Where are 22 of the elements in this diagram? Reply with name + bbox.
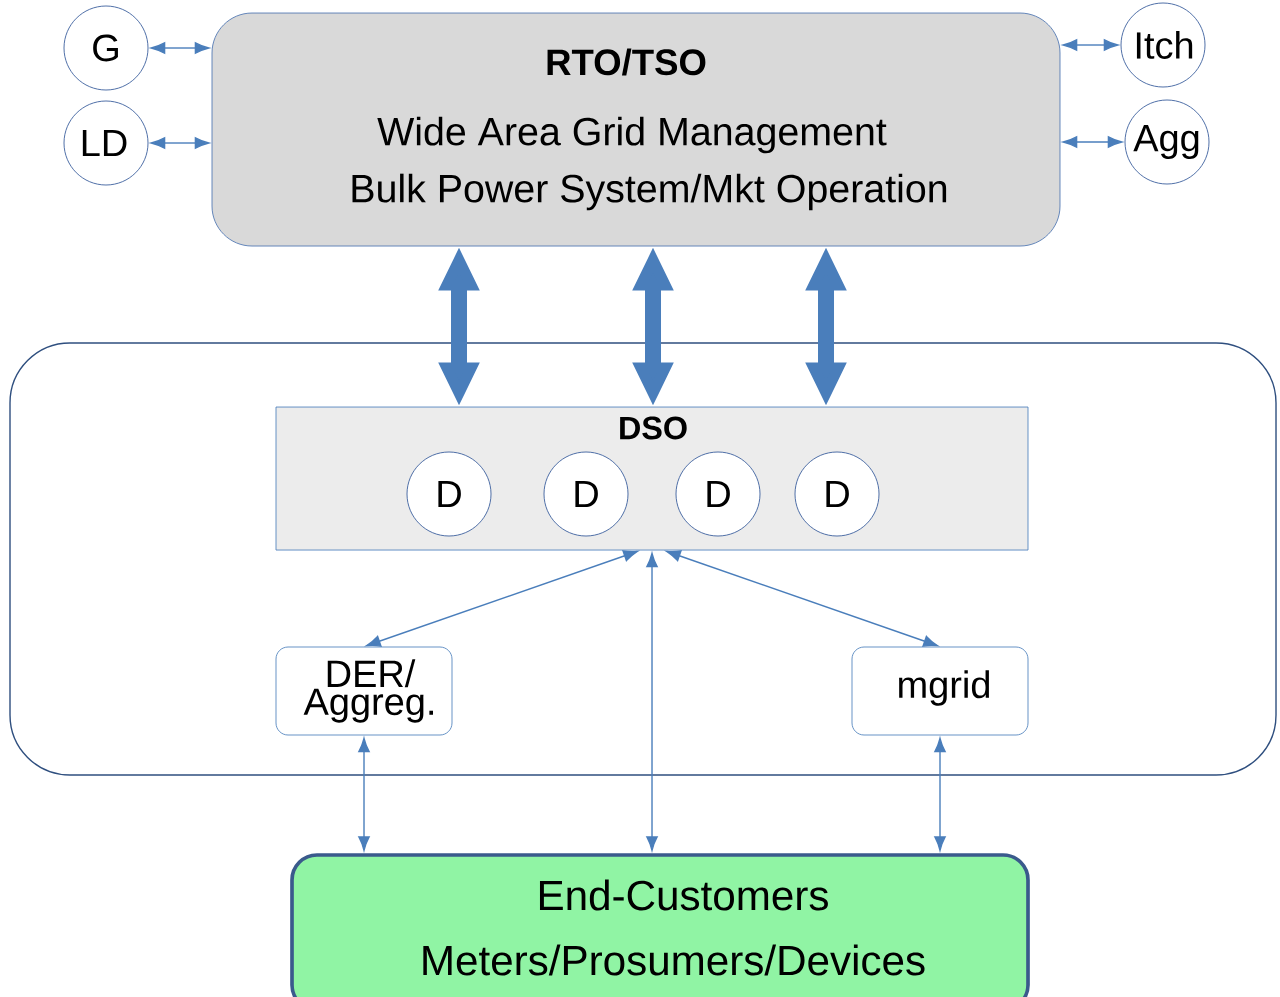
- arrow: [150, 42, 210, 54]
- process-box: mgrid: [851, 646, 1029, 736]
- arrow: [150, 137, 210, 149]
- arrow: [366, 550, 638, 647]
- circle-node: Itch: [1120, 2, 1206, 88]
- circle-node: D: [675, 451, 761, 537]
- circle-node: Agg: [1124, 99, 1210, 185]
- process-box: End-Customers Meters/Prosumers/Devices: [290, 853, 1030, 997]
- process-box: DER/ Aggreg.: [275, 646, 453, 736]
- circle-node: D: [543, 451, 629, 537]
- circle-node: D: [406, 451, 492, 537]
- arrow: [934, 737, 946, 851]
- region-outline: [9, 342, 1277, 776]
- arrow: [666, 550, 938, 647]
- arrow: [1062, 136, 1123, 148]
- arrow: [646, 552, 658, 851]
- arrow: [1062, 39, 1119, 51]
- circle-node: D: [794, 451, 880, 537]
- process-box: RTO/TSO Wide Area Grid Management Bulk Power System/Mkt Operation: [211, 12, 1061, 247]
- circle-node: LD: [63, 100, 149, 186]
- arrow: [358, 737, 370, 851]
- circle-node: G: [63, 5, 149, 91]
